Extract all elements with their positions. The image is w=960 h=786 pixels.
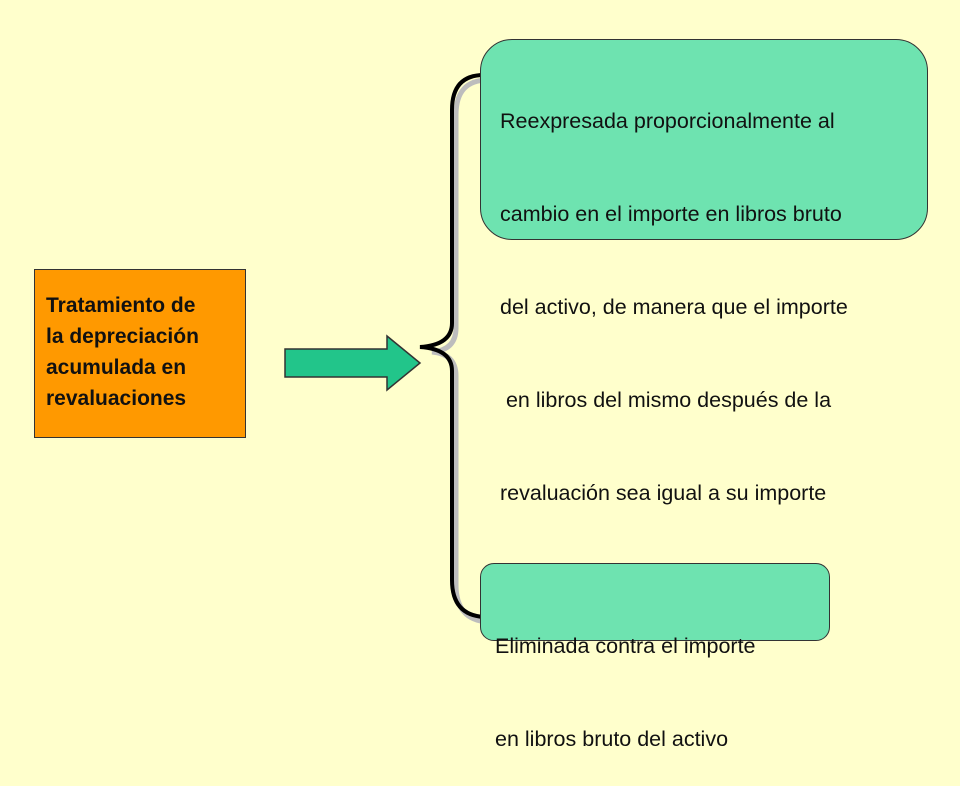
brace-connector	[419, 73, 485, 619]
option-top-line: del activo, de manera que el importe	[500, 295, 848, 319]
diagram-canvas	[284, 73, 489, 625]
arrow-right-icon	[284, 334, 422, 392]
option-bottom-line: en libros bruto del activo	[495, 727, 729, 751]
option-bottom-box: Eliminada contra el importe en libros br…	[480, 563, 830, 751]
source-line: acumulada en	[46, 356, 187, 379]
option-top-line: Reexpresada proporcionalmente al	[500, 109, 835, 133]
option-top-box: Reexpresada proporcionalmente al cambio …	[480, 39, 928, 598]
source-line: la depreciación	[46, 325, 199, 348]
source-line: revaluaciones	[46, 387, 187, 410]
option-top-line: cambio en el importe en libros bruto	[500, 202, 842, 226]
source-line: Tratamiento de	[46, 294, 196, 317]
option-top-line: revaluación sea igual a su importe	[500, 481, 827, 505]
option-bottom-line: Eliminada contra el importe	[495, 634, 756, 658]
source-node-box: Tratamiento de la depreciación acumulada…	[34, 269, 246, 438]
option-top-line: en libros del mismo después de la	[500, 388, 832, 412]
